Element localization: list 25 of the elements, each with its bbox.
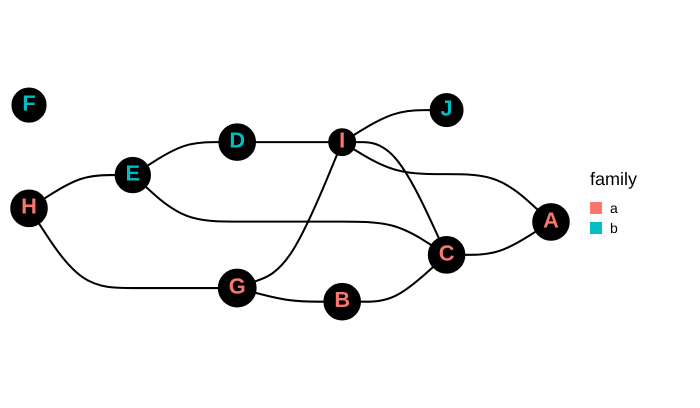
connector — [352, 109, 430, 136]
node-circle: G — [218, 268, 257, 308]
node-circle: D — [218, 123, 256, 161]
connector — [38, 222, 218, 290]
node-circle: F — [11, 88, 47, 123]
legend-label: b — [610, 220, 618, 236]
connector — [355, 141, 440, 239]
connector — [44, 174, 116, 200]
connector — [360, 266, 434, 303]
connector — [147, 141, 220, 166]
node-circle: C — [428, 236, 466, 274]
connector — [464, 230, 536, 256]
node-circle: H — [10, 189, 48, 228]
node-circle: I — [328, 128, 356, 156]
connector — [254, 154, 338, 282]
node-circle: B — [323, 282, 361, 320]
connector — [145, 186, 432, 246]
node-circle: J — [430, 93, 464, 128]
connector — [255, 141, 329, 144]
legend-title: family — [590, 168, 638, 190]
connector — [352, 148, 538, 210]
node-circle: A — [532, 203, 570, 241]
legend-label: a — [610, 200, 618, 216]
node-circle: E — [114, 156, 151, 194]
connector — [255, 292, 324, 303]
